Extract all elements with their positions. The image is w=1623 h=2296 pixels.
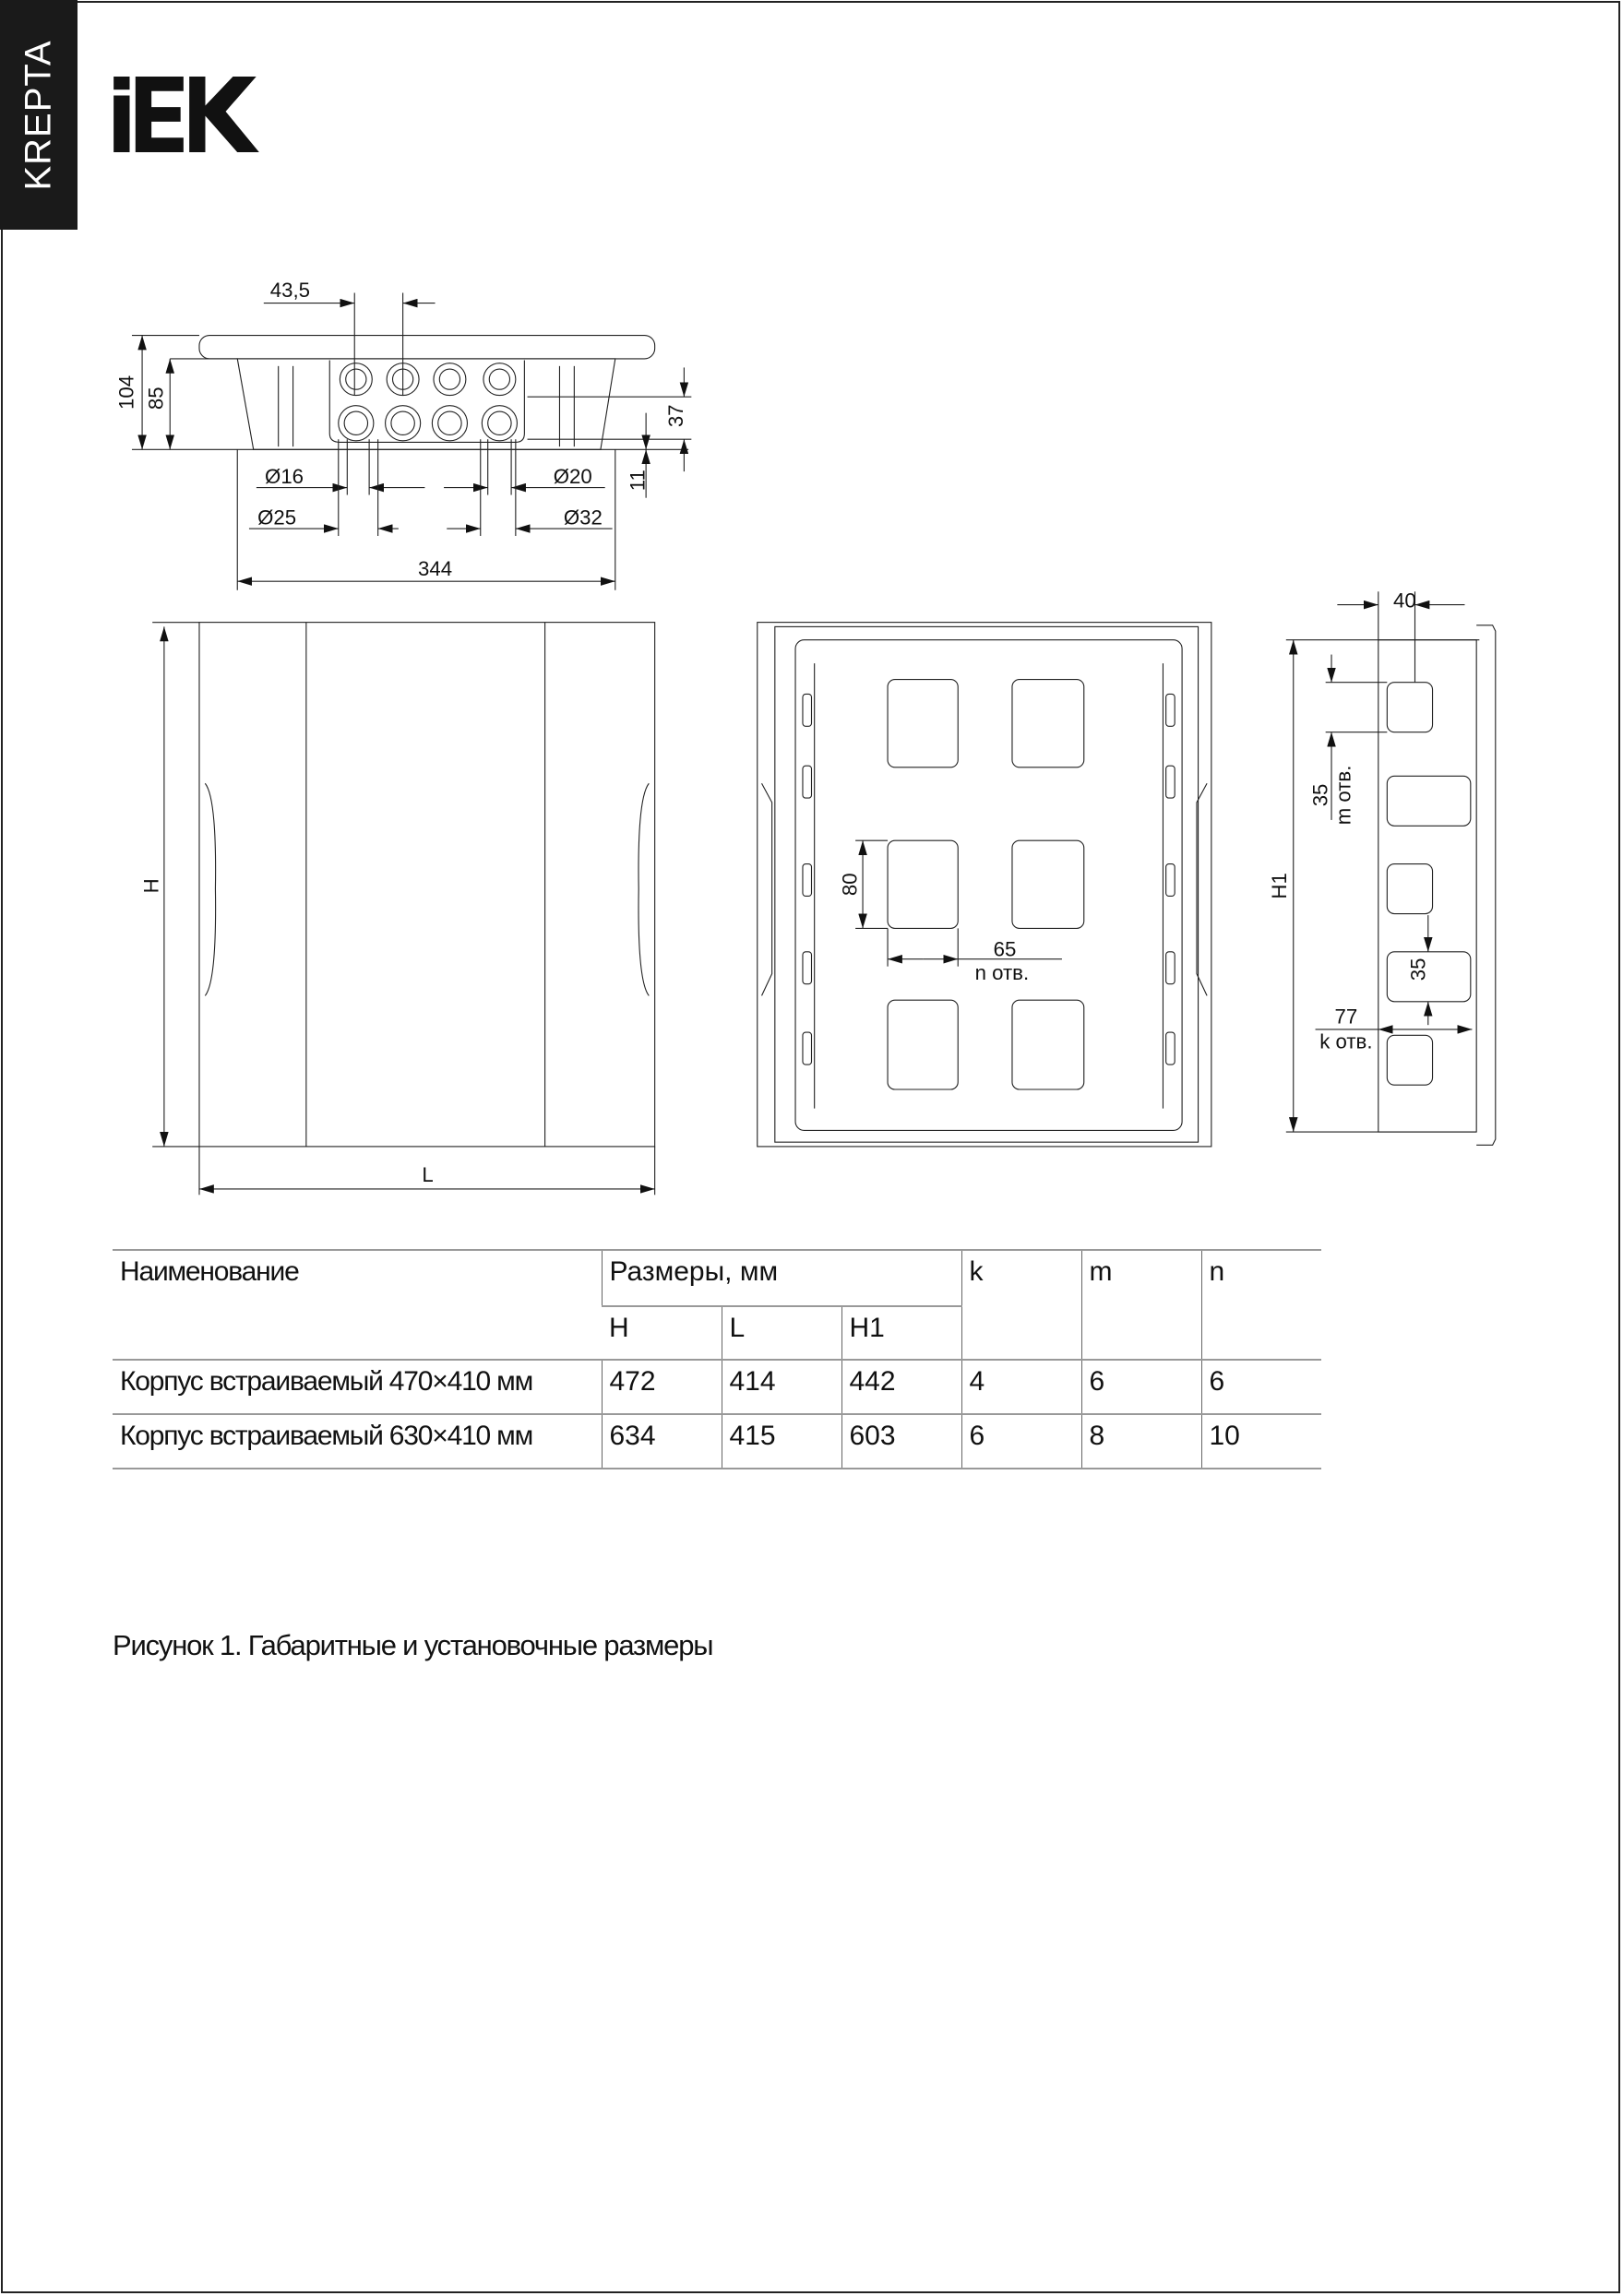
iek-logo <box>113 77 259 152</box>
series-tab: KREPTA <box>0 0 78 230</box>
dim-height-body: 85 <box>144 387 167 410</box>
header-m: m <box>1080 1249 1201 1361</box>
dim-m-pitch: 35 <box>1308 784 1331 807</box>
dimensions-table: Наименование Размеры, мм k m n H L H1 Ко… <box>113 1249 1321 1469</box>
front-view <box>152 622 656 1196</box>
table-row: Корпус встраиваемый 630×410 мм 634 415 6… <box>113 1413 1321 1469</box>
cell-H1: 442 <box>841 1359 961 1415</box>
top-view <box>131 292 692 590</box>
cell-H1: 603 <box>841 1413 961 1469</box>
header-H: H <box>602 1305 722 1361</box>
back-view <box>757 622 1212 1148</box>
cell-H: 634 <box>601 1413 722 1469</box>
cell-m: 8 <box>1080 1413 1201 1469</box>
dim-bottom-offset: 11 <box>627 470 650 491</box>
header-k: k <box>961 1249 1081 1361</box>
header-L: L <box>721 1305 841 1361</box>
cell-H: 472 <box>601 1359 722 1415</box>
cell-n: 6 <box>1200 1359 1321 1415</box>
figure-caption: Рисунок 1. Габаритные и установочные раз… <box>113 1629 714 1661</box>
dim-d16: Ø16 <box>265 465 304 488</box>
cell-name: Корпус встраиваемый 630×410 мм <box>113 1413 602 1469</box>
dim-hole-height: 80 <box>839 873 862 896</box>
dim-L: L <box>422 1163 433 1186</box>
dim-d25: Ø25 <box>257 506 296 529</box>
dim-k-height: 35 <box>1407 958 1430 981</box>
dim-m-count: m отв. <box>1332 766 1355 826</box>
dim-k-pitch: 77 <box>1335 1005 1358 1029</box>
dim-row-spacing: 37 <box>664 404 687 427</box>
table-header-row: Наименование Размеры, мм k m n <box>113 1249 1321 1361</box>
dim-height-total: 104 <box>115 375 138 410</box>
cell-name: Корпус встраиваемый 470×410 мм <box>113 1359 602 1415</box>
cell-L: 415 <box>721 1413 841 1469</box>
dim-hole-count: n отв. <box>975 961 1030 984</box>
dim-k-count: k отв. <box>1319 1030 1372 1053</box>
cell-m: 6 <box>1080 1359 1201 1415</box>
table-subheader-row: H L H1 <box>113 1305 1321 1361</box>
cell-n: 10 <box>1200 1413 1321 1469</box>
cell-L: 414 <box>721 1359 841 1415</box>
header-n: n <box>1200 1249 1321 1361</box>
side-view <box>1285 591 1497 1146</box>
dim-depth: 40 <box>1393 589 1416 613</box>
header-H1: H1 <box>841 1305 961 1361</box>
dim-hole-pitch: 65 <box>994 938 1017 961</box>
dim-width: 344 <box>418 557 452 580</box>
header-name: Наименование <box>113 1249 602 1361</box>
dim-H: H <box>140 878 163 893</box>
header-dims: Размеры, мм <box>601 1249 961 1307</box>
table-row: Корпус встраиваемый 470×410 мм 472 414 4… <box>113 1359 1321 1415</box>
cell-k: 6 <box>961 1413 1081 1469</box>
dim-d32: Ø32 <box>564 506 603 529</box>
cell-k: 4 <box>961 1359 1081 1415</box>
dim-d20: Ø20 <box>554 465 592 488</box>
dim-pitch: 43,5 <box>270 279 310 302</box>
dim-H1: H1 <box>1268 873 1291 898</box>
